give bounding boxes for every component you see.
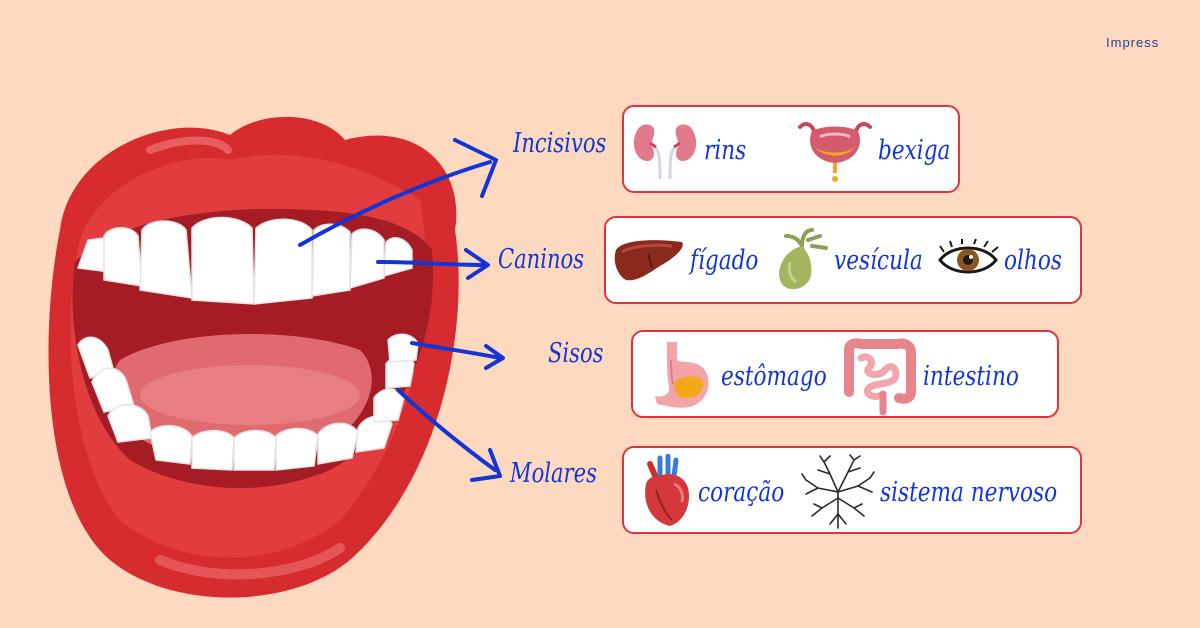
arrow-caninos [376, 260, 486, 267]
organ-label: coração [698, 476, 785, 508]
organs-card-incisivos: rins bexiga [622, 105, 960, 193]
organs-card-caninos: fígado vesícula olhos [604, 216, 1082, 304]
stomach-icon [655, 342, 709, 408]
liver-icon [614, 240, 683, 281]
organ-label: vesícula [834, 244, 923, 276]
organ-item-sistema-nervoso: sistema nervoso [800, 454, 1101, 530]
organ-item-vesicula: vesícula [772, 226, 945, 294]
organ-item-intestino: intestino [839, 336, 1043, 416]
arrow-molares [396, 388, 497, 472]
lower-teeth [77, 333, 419, 471]
eye-icon [938, 238, 999, 274]
bladder-icon [798, 122, 872, 182]
organs-card-sisos: estômago intestino [631, 330, 1059, 418]
organ-label: intestino [923, 360, 1019, 392]
kidneys-icon [633, 124, 697, 180]
tooth-label-caninos: Caninos [498, 244, 585, 275]
arrow-incisivos [298, 160, 492, 247]
organ-item-rins: rins [630, 119, 757, 181]
tooth-label-incisivos: Incisivos [513, 128, 607, 159]
brand-logo: Impress [1106, 35, 1160, 50]
arrows [298, 138, 505, 482]
organ-item-olhos: olhos [936, 238, 1076, 282]
organ-label: olhos [1004, 244, 1062, 276]
tooth-label-sisos: Sisos [548, 338, 604, 369]
tooth-label-molares: Molares [510, 458, 597, 489]
organ-label: bexiga [878, 134, 951, 166]
organ-label: sistema nervoso [880, 476, 1058, 508]
heart-icon [645, 454, 690, 526]
organ-item-estomago: estômago [647, 340, 853, 412]
intestine-icon [844, 338, 916, 416]
organ-item-coracao: coração [638, 454, 806, 530]
upper-teeth [76, 216, 413, 305]
gallbladder-icon [779, 228, 828, 290]
nervous-system-icon [801, 454, 875, 529]
organ-label: estômago [721, 360, 827, 392]
organs-card-molares: coração sistema nervoso [622, 446, 1082, 534]
organ-item-figado: fígado [612, 232, 776, 288]
organ-item-bexiga: bexiga [796, 115, 969, 185]
organ-label: rins [704, 134, 747, 166]
arrow-sisos [410, 341, 502, 360]
organ-label: fígado [690, 244, 759, 276]
